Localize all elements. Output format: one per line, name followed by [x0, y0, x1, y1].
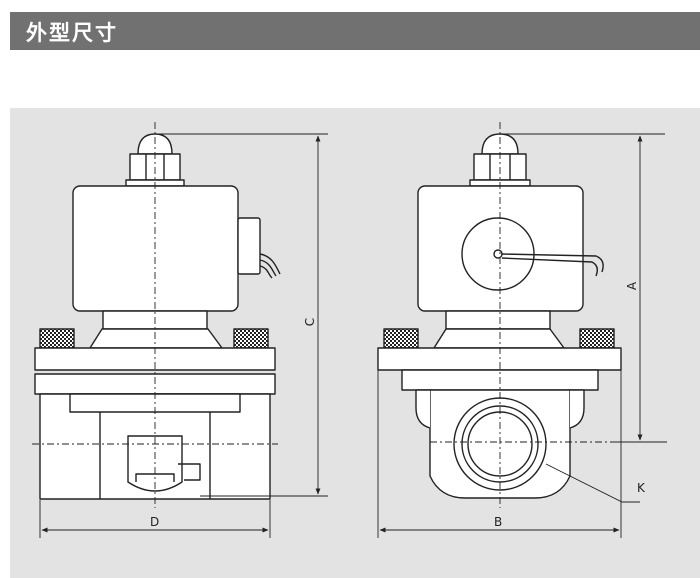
valve-drawing-svg: D B K C A [10, 108, 700, 578]
header-bar: 外型尺寸 [10, 12, 700, 50]
dimension-label-k: K [637, 481, 646, 495]
valve-side-view [377, 133, 622, 499]
technical-drawing-panel: D B K C A [10, 108, 700, 578]
page-title: 外型尺寸 [26, 21, 118, 45]
dimension-label-a: A [625, 281, 639, 290]
dimension-label-b: B [494, 515, 502, 529]
dimension-label-c: C [303, 318, 317, 326]
dimension-label-d: D [150, 515, 159, 529]
